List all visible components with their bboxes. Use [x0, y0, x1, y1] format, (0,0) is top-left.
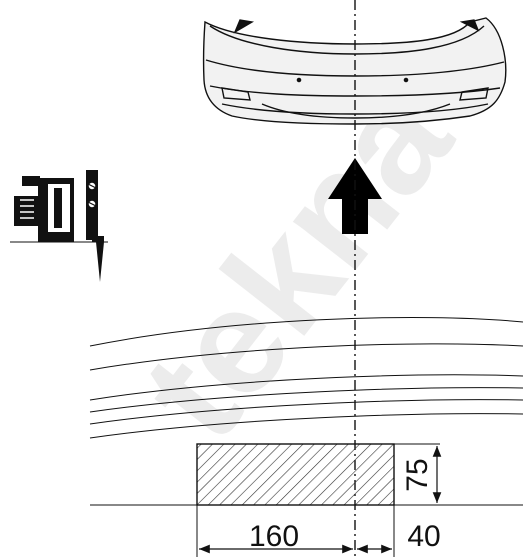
- bumper-contour-lines: [89, 316, 523, 439]
- cutout-area: [196, 443, 395, 506]
- dimension-lines: [199, 446, 442, 554]
- dimension-width-label: 160: [249, 520, 299, 553]
- dimension-offset-label: 40: [407, 520, 440, 553]
- rear-bumper-icon: [202, 17, 507, 125]
- extension-lines: [196, 443, 440, 557]
- jigsaw-tool-icon: [10, 170, 108, 282]
- dimension-height-label: 75: [401, 458, 434, 491]
